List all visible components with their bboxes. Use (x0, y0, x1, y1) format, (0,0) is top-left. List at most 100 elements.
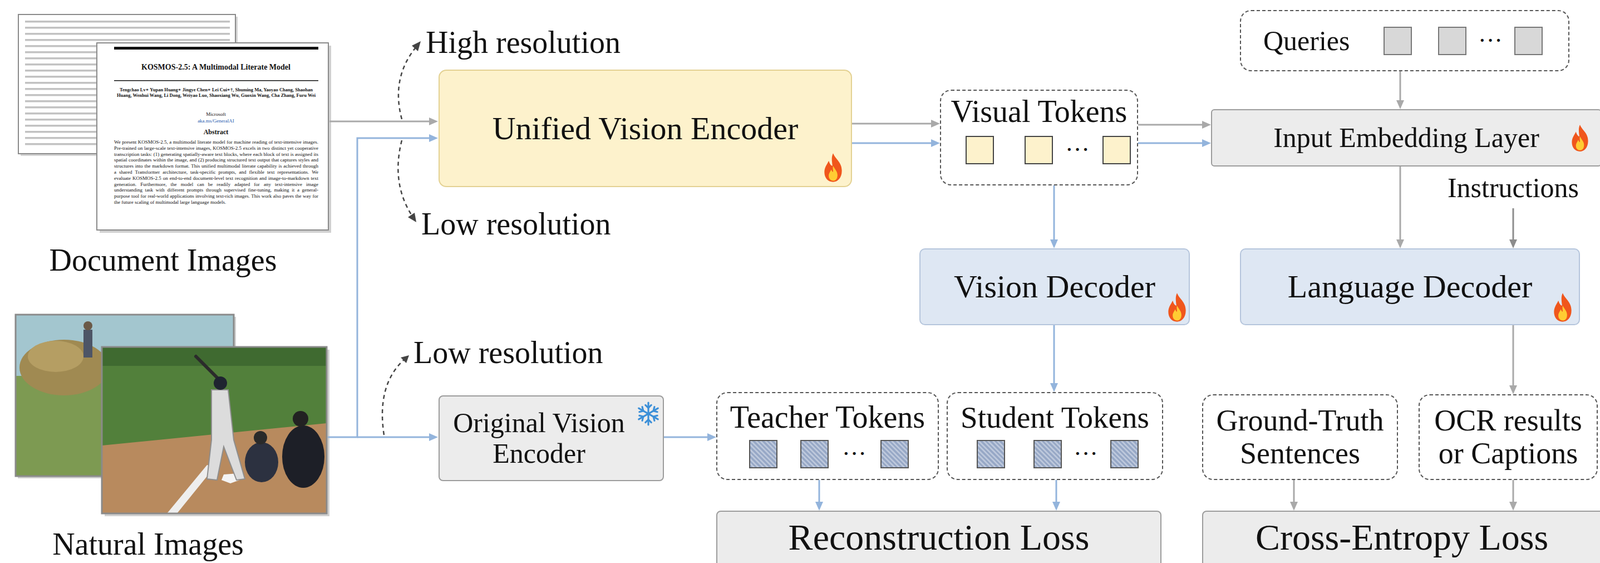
node-title: Input Embedding Layer (1273, 122, 1540, 154)
connector-line (1138, 142, 1203, 145)
input-wire (329, 120, 430, 123)
flame-symbol (1571, 124, 1588, 152)
paper-link: aka.ms/GeneralAI (197, 118, 235, 125)
arrow-head (1202, 139, 1211, 147)
arrow-head (429, 117, 438, 126)
hay-pile (27, 340, 84, 372)
arrow-head (411, 41, 421, 52)
resolution-label: Low resolution (413, 335, 604, 371)
node-title: Queries (1263, 25, 1351, 57)
node-title: Unified Vision Encoder (492, 110, 799, 147)
connector-line (1055, 479, 1058, 502)
connector (1509, 479, 1518, 511)
connector-line (852, 122, 932, 125)
image-group-label: Document Images (49, 243, 278, 278)
paper-authors: Tengchao Lv∗ Yupan Huang∗ Jingye Chen∗ L… (114, 86, 319, 98)
token-square (1383, 26, 1412, 56)
input-wire (357, 436, 430, 438)
token-square (1438, 26, 1467, 56)
node-box: Vision Decoder (919, 248, 1190, 326)
connector (815, 479, 824, 511)
token-ellipsis: ··· (1065, 136, 1090, 164)
worker-head (83, 321, 93, 331)
arrow-head (407, 212, 417, 223)
node-box: Cross-Entropy Loss (1202, 510, 1600, 563)
paper-rule (114, 80, 319, 82)
connector (1290, 479, 1298, 511)
arrow-head (707, 432, 717, 441)
arrow-head (1050, 382, 1058, 392)
frozen-snowflake-icon (635, 400, 662, 427)
node-title: Ground-Truth Sentences (1208, 404, 1392, 471)
node-title: Teacher Tokens (717, 400, 938, 435)
trainable-flame-icon (1568, 123, 1592, 153)
arrow-head (1050, 239, 1058, 249)
resolution-callout (397, 140, 413, 218)
connector-line (1399, 166, 1402, 240)
flame-symbol (1553, 292, 1572, 322)
connector (1138, 120, 1211, 129)
node-title: Reconstruction Loss (788, 517, 1090, 558)
connector (1396, 71, 1405, 110)
connector-line (1053, 185, 1056, 240)
arrow-head (1052, 501, 1061, 511)
connector (1396, 166, 1405, 249)
node-box: Teacher Tokens ··· (716, 391, 939, 480)
token-square (1514, 26, 1543, 56)
photo-wall (101, 346, 327, 366)
token-square (880, 439, 909, 469)
connector (1050, 185, 1058, 249)
hay-pile (19, 339, 109, 396)
arrow-head (931, 139, 940, 147)
connector (663, 432, 717, 441)
instruction-wire (1512, 208, 1515, 240)
resolution-callout (382, 358, 406, 435)
connector-line (852, 142, 932, 145)
paper-affiliation: Microsoft (205, 111, 226, 118)
arrow-head (1509, 501, 1518, 511)
token-ellipsis: ··· (842, 440, 867, 467)
token-square (976, 439, 1006, 469)
connector (852, 139, 940, 147)
connector-line (1053, 325, 1056, 383)
front-paper (96, 42, 329, 230)
flame-symbol (824, 153, 842, 182)
image-group-label: Natural Images (52, 527, 244, 562)
node-title: Vision Decoder (953, 268, 1156, 305)
node-box: Unified Vision Encoder (438, 69, 853, 187)
worker-figure (83, 329, 93, 358)
arrow-head (429, 134, 438, 142)
paper-rule (114, 46, 319, 50)
node-title: OCR results or Captions (1425, 404, 1592, 471)
token-square (1110, 439, 1139, 469)
paper-heading: Abstract (203, 128, 229, 136)
trainable-flame-icon (1164, 291, 1190, 323)
node-box: Student Tokens··· (946, 391, 1164, 480)
connector (852, 119, 940, 128)
trainable-flame-icon (820, 151, 846, 184)
arrow-head (1396, 239, 1405, 249)
arrow-head (429, 432, 438, 441)
input-wire (327, 138, 430, 437)
node-box: Queries··· (1239, 10, 1570, 72)
node-box: Reconstruction Loss (716, 510, 1162, 563)
connector (1138, 139, 1211, 147)
trainable-flame-icon (1549, 291, 1576, 323)
connector-line (818, 479, 821, 502)
node-box: Language Decoder (1239, 248, 1580, 326)
catcher-figure (244, 441, 279, 482)
catcher-head (253, 430, 268, 445)
paper-title: KOSMOS-2.5: A Multimodal Literate Model (141, 62, 291, 72)
token-ellipsis: ··· (1073, 440, 1099, 467)
flame-symbol (1168, 292, 1186, 322)
batter-figure (207, 389, 245, 480)
arrow-head (1509, 385, 1518, 395)
token-square (965, 135, 994, 165)
arrow-head (1396, 100, 1405, 110)
connector (1052, 479, 1061, 511)
batter-helmet (213, 376, 228, 390)
arrow-head (400, 355, 410, 363)
node-title: Original Vision Encoder (444, 407, 634, 469)
token-square (749, 439, 778, 469)
